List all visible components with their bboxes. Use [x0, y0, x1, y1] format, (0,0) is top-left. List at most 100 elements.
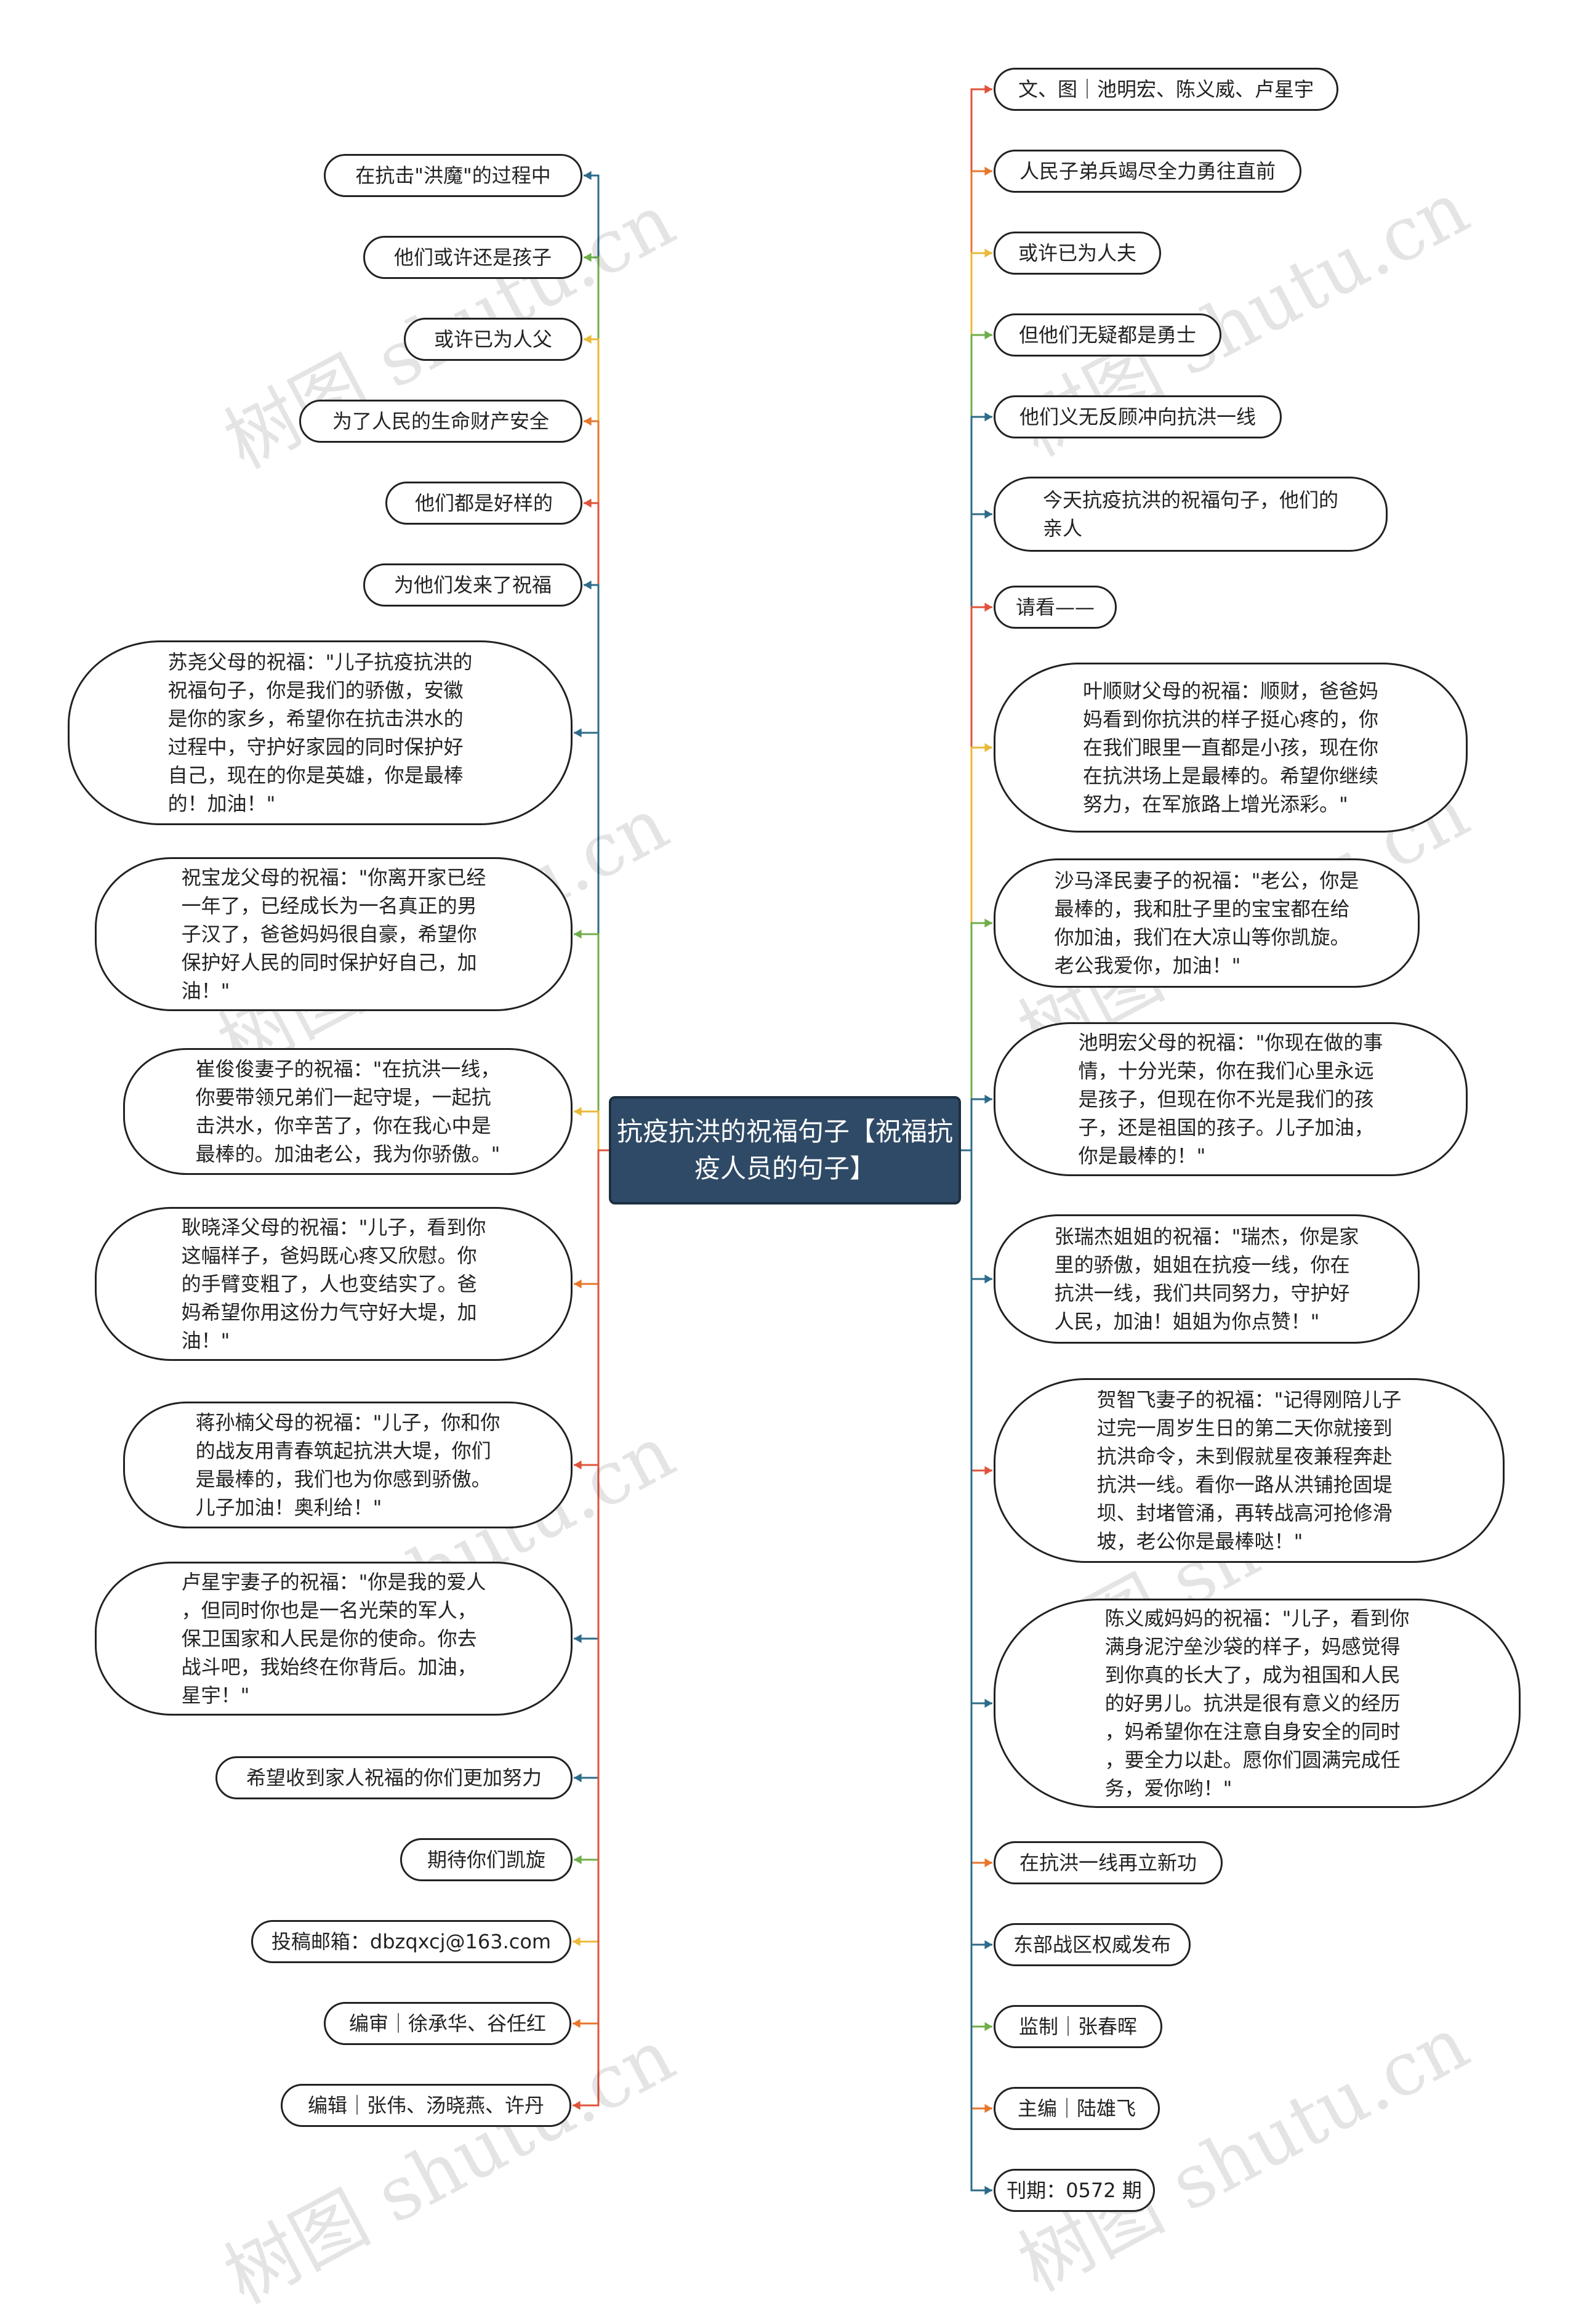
connector-left-5 [584, 502, 609, 1152]
connector-arrow [574, 1773, 582, 1783]
topic-text: 贺智飞妻子的祝福："记得刚陪儿子 过完一周岁生日的第二天你就接到 抗洪命令，未到… [1096, 1388, 1402, 1553]
topic-left-14[interactable]: 期待你们凯旋 [400, 1838, 573, 1881]
connector-left-9 [574, 1110, 609, 1152]
topic-right-17[interactable]: 主编｜陆雄飞 [994, 2087, 1160, 2130]
topic-left-12[interactable]: 卢星宇妻子的祝福："你是我的爱人 ，但同时你也是一名光荣的军人， 保卫国家和人民… [95, 1562, 573, 1716]
topic-left-6[interactable]: 为他们发来了祝福 [363, 563, 582, 607]
topic-left-8[interactable]: 祝宝龙父母的祝福："你离开家已经 一年了，已经成长为一名真正的男 子汉了，爸爸妈… [95, 857, 573, 1011]
topic-text: 在抗击"洪魔"的过程中 [355, 164, 551, 187]
topic-right-16[interactable]: 监制｜张春晖 [994, 2005, 1162, 2048]
topic-right-6[interactable]: 今天抗疫抗洪的祝福句子，他们的 亲人 [994, 477, 1388, 552]
topic-text: 或许已为人父 [433, 328, 552, 351]
topic-left-15[interactable]: 投稿邮箱：dbzqxcj@163.com [251, 1920, 571, 1963]
topic-text: 他们都是好样的 [414, 491, 553, 515]
topic-left-2[interactable]: 他们或许还是孩子 [363, 236, 582, 279]
connector-arrow [584, 580, 592, 590]
topic-text: 投稿邮箱：dbzqxcj@163.com [271, 1930, 552, 1953]
connector-arrow [984, 2022, 992, 2031]
topic-text: 蒋孙楠父母的祝福："儿子，你和你 的战友用青春筑起抗洪大堤，你们 是最棒的，我们… [195, 1411, 501, 1519]
topic-right-9[interactable]: 沙马泽民妻子的祝福："老公，你是 最棒的，我和肚子里的宝宝都在给 你加油，我们在… [994, 858, 1420, 988]
connector-arrow [584, 334, 592, 344]
topic-text: 东部战区权威发布 [1013, 1933, 1171, 1956]
connector-right-15 [961, 1149, 992, 1946]
topic-text: 卢星宇妻子的祝福："你是我的爱人 ，但同时你也是一名光荣的军人， 保卫国家和人民… [181, 1570, 486, 1707]
connector-right-13 [961, 1149, 992, 1705]
topic-right-10[interactable]: 池明宏父母的祝福："你现在做的事 情，十分光荣，你在我们心里永远 是孩子，但现在… [994, 1022, 1468, 1176]
connector-arrow [984, 166, 992, 176]
topic-right-4[interactable]: 但他们无疑都是勇士 [994, 313, 1221, 357]
topic-right-11[interactable]: 张瑞杰姐姐的祝福："瑞杰，你是家 里的骄傲，姐姐在抗疫一线，你在 抗洪一线，我们… [994, 1214, 1420, 1344]
mind-map: 树图 shutu.cn 树图 shutu.cn 树图 shutu.cn 树图 s… [68, 68, 1521, 2320]
connector-right-3 [961, 252, 992, 1152]
connector-left-4 [584, 420, 609, 1152]
connector-right-9 [961, 922, 992, 1152]
connector-left-6 [584, 584, 609, 1152]
connector-arrow [984, 1274, 992, 1284]
connector-right-11 [961, 1149, 992, 1280]
topic-right-5[interactable]: 他们义无反顾冲向抗洪一线 [994, 395, 1282, 438]
topic-right-13[interactable]: 陈义威妈妈的祝福："儿子，看到你 满身泥泞垒沙袋的样子，妈感觉得 到你真的长大了… [994, 1599, 1521, 1808]
connector-right-10 [961, 1098, 992, 1152]
connector-arrow [584, 498, 592, 508]
topic-left-1[interactable]: 在抗击"洪魔"的过程中 [324, 154, 582, 197]
topic-right-1[interactable]: 文、图｜池明宏、陈义威、卢星宇 [994, 68, 1338, 111]
topic-text: 期待你们凯旋 [427, 1848, 545, 1871]
connector-arrow [984, 1940, 992, 1950]
connector-arrow [984, 2185, 992, 2195]
topic-left-17[interactable]: 编辑｜张伟、汤晓燕、许丹 [281, 2084, 571, 2127]
connector-left-12 [574, 1149, 609, 1640]
topic-left-9[interactable]: 崔俊俊妻子的祝福："在抗洪一线， 你要带领兄弟们一起守堤，一起抗 击洪水，你辛苦… [123, 1048, 573, 1175]
topic-text: 沙马泽民妻子的祝福："老公，你是 最棒的，我和肚子里的宝宝都在给 你加油，我们在… [1054, 869, 1359, 977]
topic-text: 张瑞杰姐姐的祝福："瑞杰，你是家 里的骄傲，姐姐在抗疫一线，你在 抗洪一线，我们… [1054, 1225, 1359, 1333]
root-topic[interactable]: 抗疫抗洪的祝福句子【祝福抗疫人员的句子】 [609, 1096, 961, 1204]
connector-arrow [574, 1279, 582, 1289]
connector-arrow [984, 602, 992, 612]
connector-arrow [584, 252, 592, 262]
connector-right-16 [961, 1149, 992, 2028]
connector-right-4 [961, 334, 992, 1152]
connector-left-17 [573, 1149, 609, 2107]
connector-left-10 [574, 1149, 609, 1285]
topic-text: 他们义无反顾冲向抗洪一线 [1019, 405, 1256, 429]
topic-left-7[interactable]: 苏尧父母的祝福："儿子抗疫抗洪的 祝福句子，你是我们的骄傲，安徽 是你的家乡，希… [68, 640, 573, 825]
topic-right-18[interactable]: 刊期：0572 期 [994, 2169, 1155, 2212]
connector-right-5 [961, 416, 992, 1152]
topic-text: 或许已为人夫 [1018, 241, 1136, 265]
topic-text: 陈义威妈妈的祝福："儿子，看到你 满身泥泞垒沙袋的样子，妈感觉得 到你真的长大了… [1104, 1607, 1410, 1800]
connector-right-14 [961, 1149, 992, 1864]
connector-arrow [984, 2104, 992, 2113]
topic-right-14[interactable]: 在抗洪一线再立新功 [994, 1841, 1223, 1884]
topic-text: 耿晓泽父母的祝福："儿子，看到你 这幅样子，爸妈既心疼又欣慰。你 的手臂变粗了，… [181, 1216, 486, 1352]
topic-right-7[interactable]: 请看—— [994, 586, 1117, 629]
topic-text: 今天抗疫抗洪的祝福句子，他们的 亲人 [1042, 488, 1338, 540]
connector-arrow [584, 171, 592, 180]
connector-arrow [984, 1466, 992, 1475]
topic-left-13[interactable]: 希望收到家人祝福的你们更加努力 [215, 1756, 573, 1799]
connector-arrow [984, 1698, 992, 1708]
topic-left-16[interactable]: 编审｜徐承华、谷任红 [324, 2002, 571, 2045]
topic-text: 人民子弟兵竭尽全力勇往直前 [1019, 159, 1276, 183]
topic-text: 苏尧父母的祝福："儿子抗疫抗洪的 祝福句子，你是我们的骄傲，安徽 是你的家乡，希… [167, 650, 473, 815]
connector-arrow [574, 1460, 582, 1470]
topic-right-3[interactable]: 或许已为人夫 [994, 232, 1161, 275]
connector-arrow [573, 1937, 581, 1947]
topic-left-5[interactable]: 他们都是好样的 [385, 482, 582, 525]
topic-text: 为他们发来了祝福 [393, 573, 552, 597]
topic-left-10[interactable]: 耿晓泽父母的祝福："儿子，看到你 这幅样子，爸妈既心疼又欣慰。你 的手臂变粗了，… [95, 1207, 573, 1361]
topic-left-11[interactable]: 蒋孙楠父母的祝福："儿子，你和你 的战友用青春筑起抗洪大堤，你们 是最棒的，我们… [123, 1402, 573, 1528]
topic-text: 刊期：0572 期 [1007, 2179, 1142, 2202]
connector-arrow [574, 1107, 582, 1116]
topic-left-3[interactable]: 或许已为人父 [404, 318, 582, 361]
topic-text: 文、图｜池明宏、陈义威、卢星宇 [1018, 78, 1314, 101]
connector-right-17 [961, 1149, 992, 2110]
topic-right-15[interactable]: 东部战区权威发布 [994, 1923, 1191, 1966]
topic-left-4[interactable]: 为了人民的生命财产安全 [299, 400, 582, 443]
topic-text: 为了人民的生命财产安全 [332, 410, 549, 433]
connector-arrow [573, 2100, 581, 2110]
topic-right-2[interactable]: 人民子弟兵竭尽全力勇往直前 [994, 150, 1301, 193]
topic-right-12[interactable]: 贺智飞妻子的祝福："记得刚陪儿子 过完一周岁生日的第二天你就接到 抗洪命令，未到… [994, 1378, 1505, 1563]
connector-arrow [984, 1858, 992, 1868]
connector-arrow [574, 929, 582, 939]
connector-left-15 [573, 1149, 609, 1943]
topic-right-8[interactable]: 叶顺财父母的祝福：顺财，爸爸妈 妈看到你抗洪的样子挺心疼的，你 在我们眼里一直都… [994, 663, 1468, 833]
